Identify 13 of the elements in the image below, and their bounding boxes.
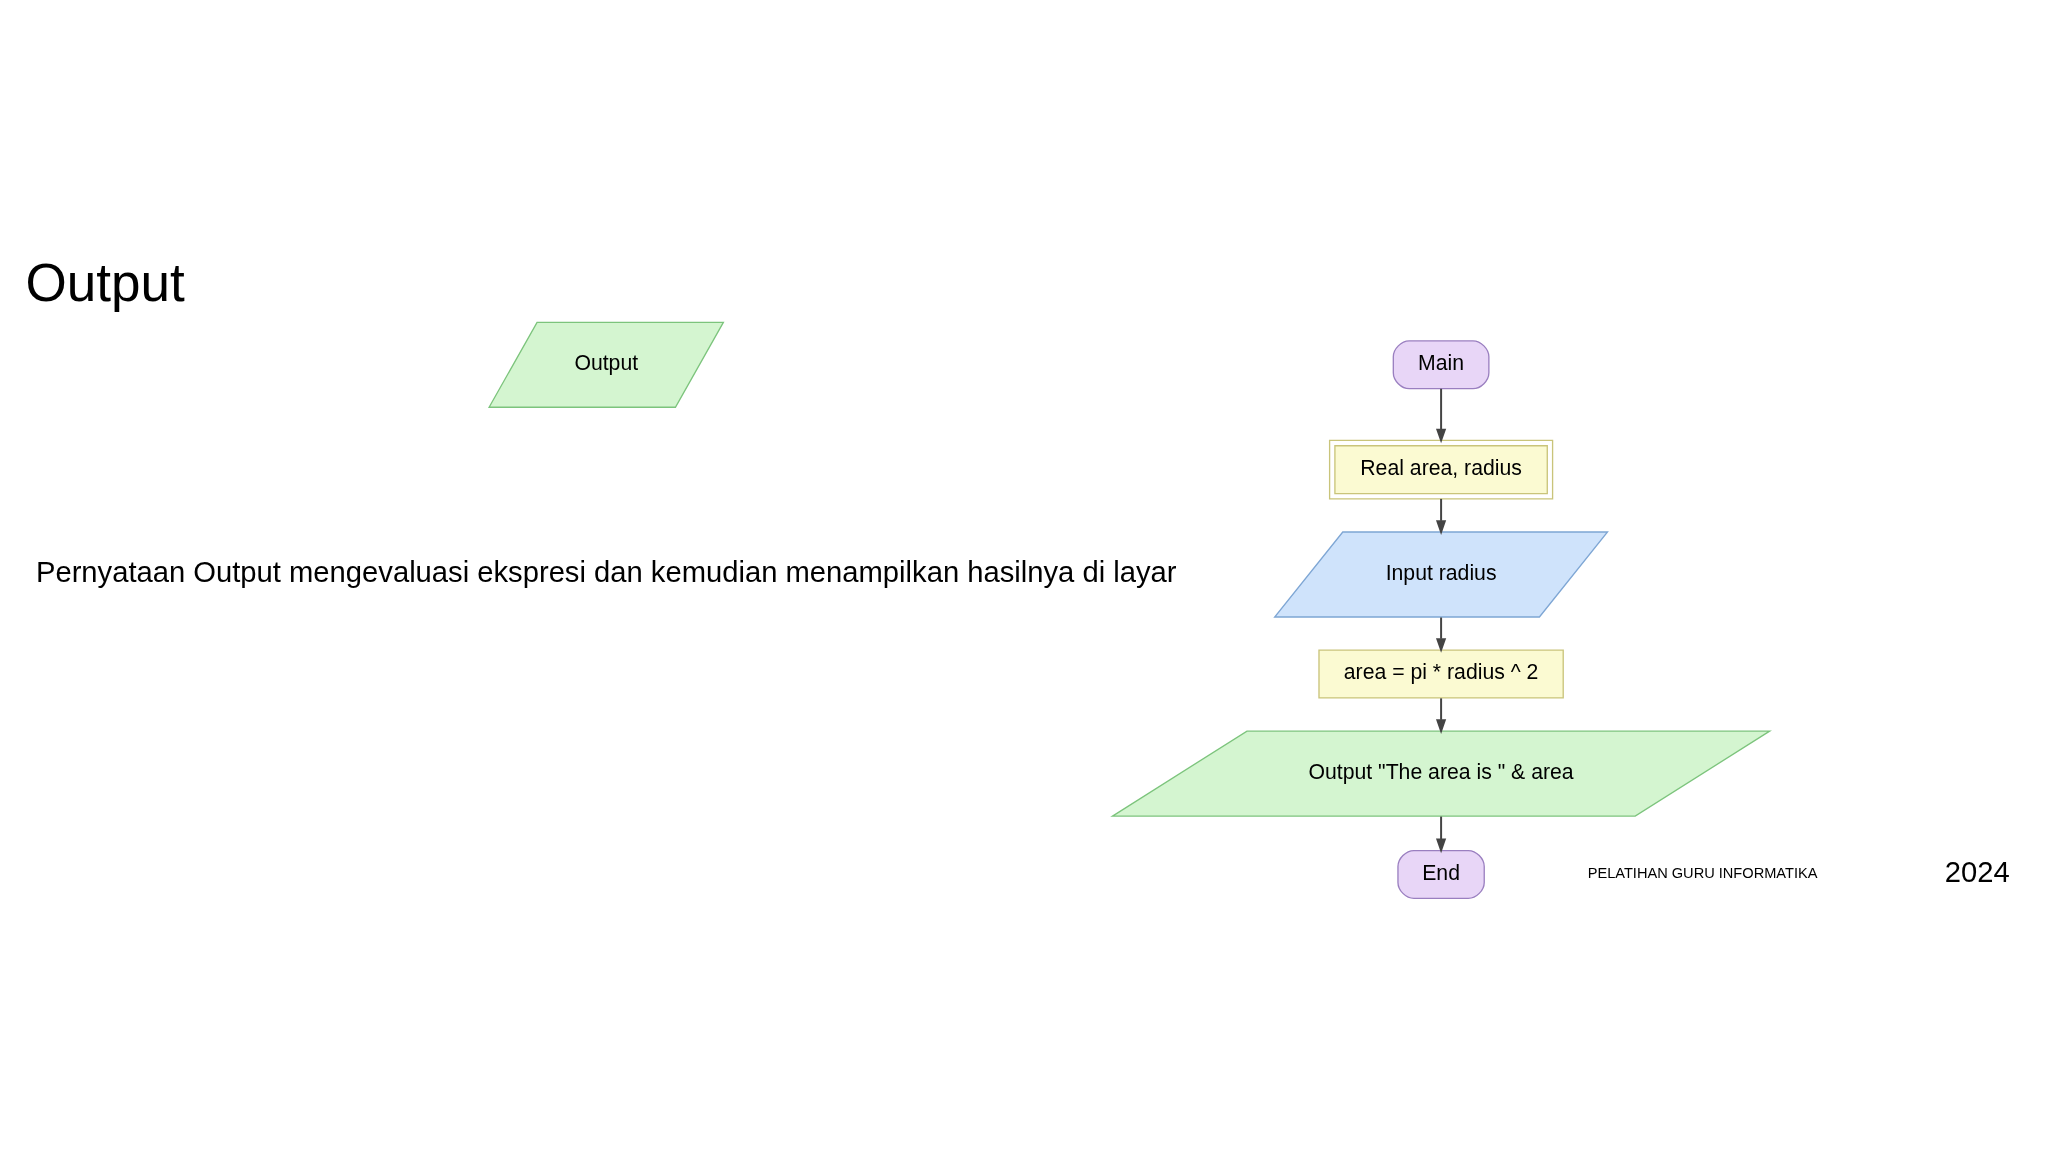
label: PELATIHAN GURU INFORMATIKA bbox=[1587, 864, 1818, 881]
arrow bbox=[1435, 696, 1447, 734]
label: Pernyataan Output mengevaluasi ekspresi dan kemudian menampilkan hasilnya di layar bbox=[35, 555, 1177, 588]
arrow bbox=[1435, 815, 1447, 853]
label: 2024 bbox=[1944, 855, 2010, 888]
node-box: End bbox=[1397, 849, 1485, 899]
arrow bbox=[1435, 497, 1447, 535]
node-box: area = pi * radius ^ 2 bbox=[1318, 649, 1564, 699]
node-box: Main bbox=[1392, 339, 1490, 389]
arrow bbox=[1435, 387, 1447, 443]
arrow bbox=[1435, 616, 1447, 653]
node-box: Real area, radius bbox=[1328, 439, 1554, 499]
diagram-title: Output bbox=[25, 252, 185, 312]
